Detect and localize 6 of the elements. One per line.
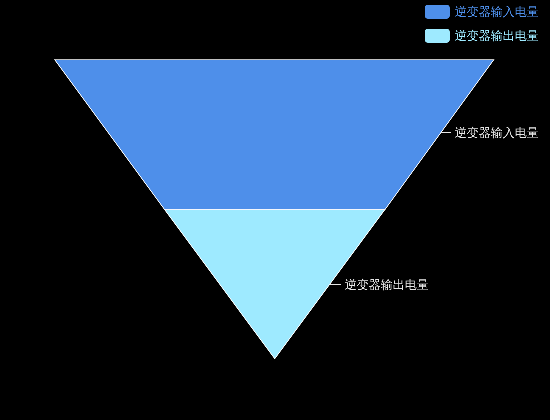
- segment-label: 逆变器输出电量: [345, 278, 429, 292]
- leader-line: [440, 132, 452, 134]
- legend-label: 逆变器输入电量: [455, 5, 539, 19]
- legend-label: 逆变器输出电量: [455, 29, 539, 43]
- leader-line: [330, 284, 342, 286]
- segment-label: 逆变器输入电量: [455, 126, 539, 140]
